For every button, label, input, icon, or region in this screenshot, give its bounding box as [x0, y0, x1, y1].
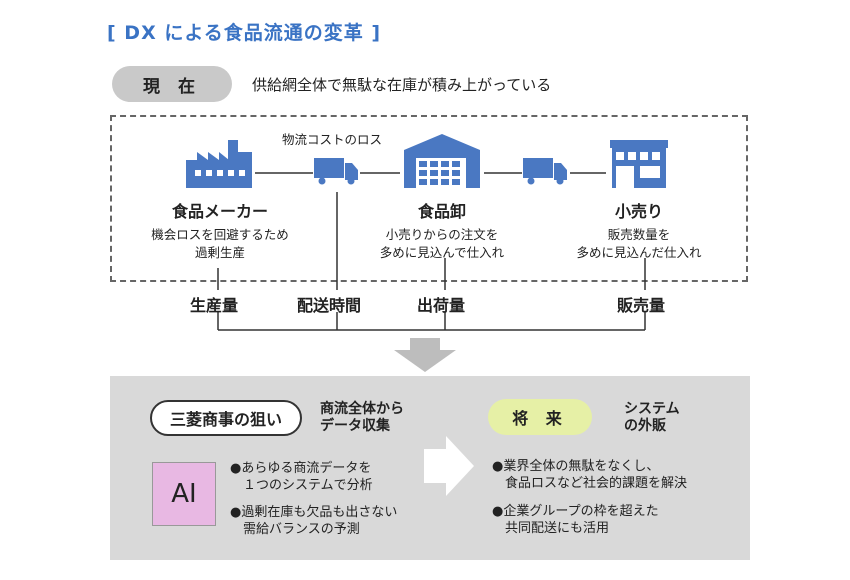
node-desc-manufacturer-1: 機会ロスを回避するため: [151, 227, 289, 242]
metric-shipment: 出荷量: [417, 296, 466, 315]
future-side-2: の外販: [624, 418, 666, 434]
supply-chain-frame: [110, 115, 748, 282]
current-badge: 現 在: [112, 66, 232, 102]
logistics-loss-label: 物流コストのロス: [281, 132, 382, 147]
down-arrow-icon: [394, 338, 456, 372]
future-bullet-2b: 共同配送にも活用: [492, 521, 610, 536]
future-bullet-2a: ●企業グループの枠を超えた: [492, 504, 659, 519]
node-name-manufacturer: 食品メーカー: [171, 202, 268, 221]
aim-side-2: データ収集: [320, 418, 390, 434]
aim-bullet-2b: 需給バランスの予測: [230, 522, 360, 537]
ai-box: AI: [152, 462, 216, 526]
node-desc-retailer-2: 多めに見込んだ仕入れ: [576, 245, 702, 260]
current-description: 供給網全体で無駄な在庫が積み上がっている: [252, 76, 552, 94]
future-bullet-1b: 食品ロスなど社会的課題を解決: [492, 476, 688, 491]
node-desc-wholesaler-1: 小売りからの注文を: [385, 227, 499, 242]
aim-bullet-2a: ●過剰在庫も欠品も出さない: [230, 505, 398, 520]
node-desc-wholesaler-2: 多めに見込んで仕入れ: [379, 245, 505, 260]
node-desc-retailer-1: 販売数量を: [607, 227, 671, 242]
node-desc-manufacturer-2: 過剰生産: [194, 245, 245, 260]
aim-bullet-1a: ●あらゆる商流データを: [230, 461, 372, 476]
aim-side-1: 商流全体から: [320, 401, 404, 417]
aim-bullet-1b: １つのシステムで分析: [230, 478, 373, 493]
metric-production: 生産量: [190, 296, 239, 315]
aim-badge: 三菱商事の狙い: [150, 400, 302, 436]
metric-sales: 販売量: [617, 296, 666, 315]
future-side-1: システム: [624, 401, 680, 417]
future-badge: 将 来: [488, 399, 592, 435]
page-title: [ DX による食品流通の変革 ]: [107, 22, 382, 44]
metric-delivery-time: 配送時間: [297, 296, 362, 315]
node-name-wholesaler: 食品卸: [417, 202, 466, 221]
future-bullet-1a: ●業界全体の無駄をなくし、: [492, 459, 660, 474]
node-name-retailer: 小売り: [614, 202, 663, 221]
